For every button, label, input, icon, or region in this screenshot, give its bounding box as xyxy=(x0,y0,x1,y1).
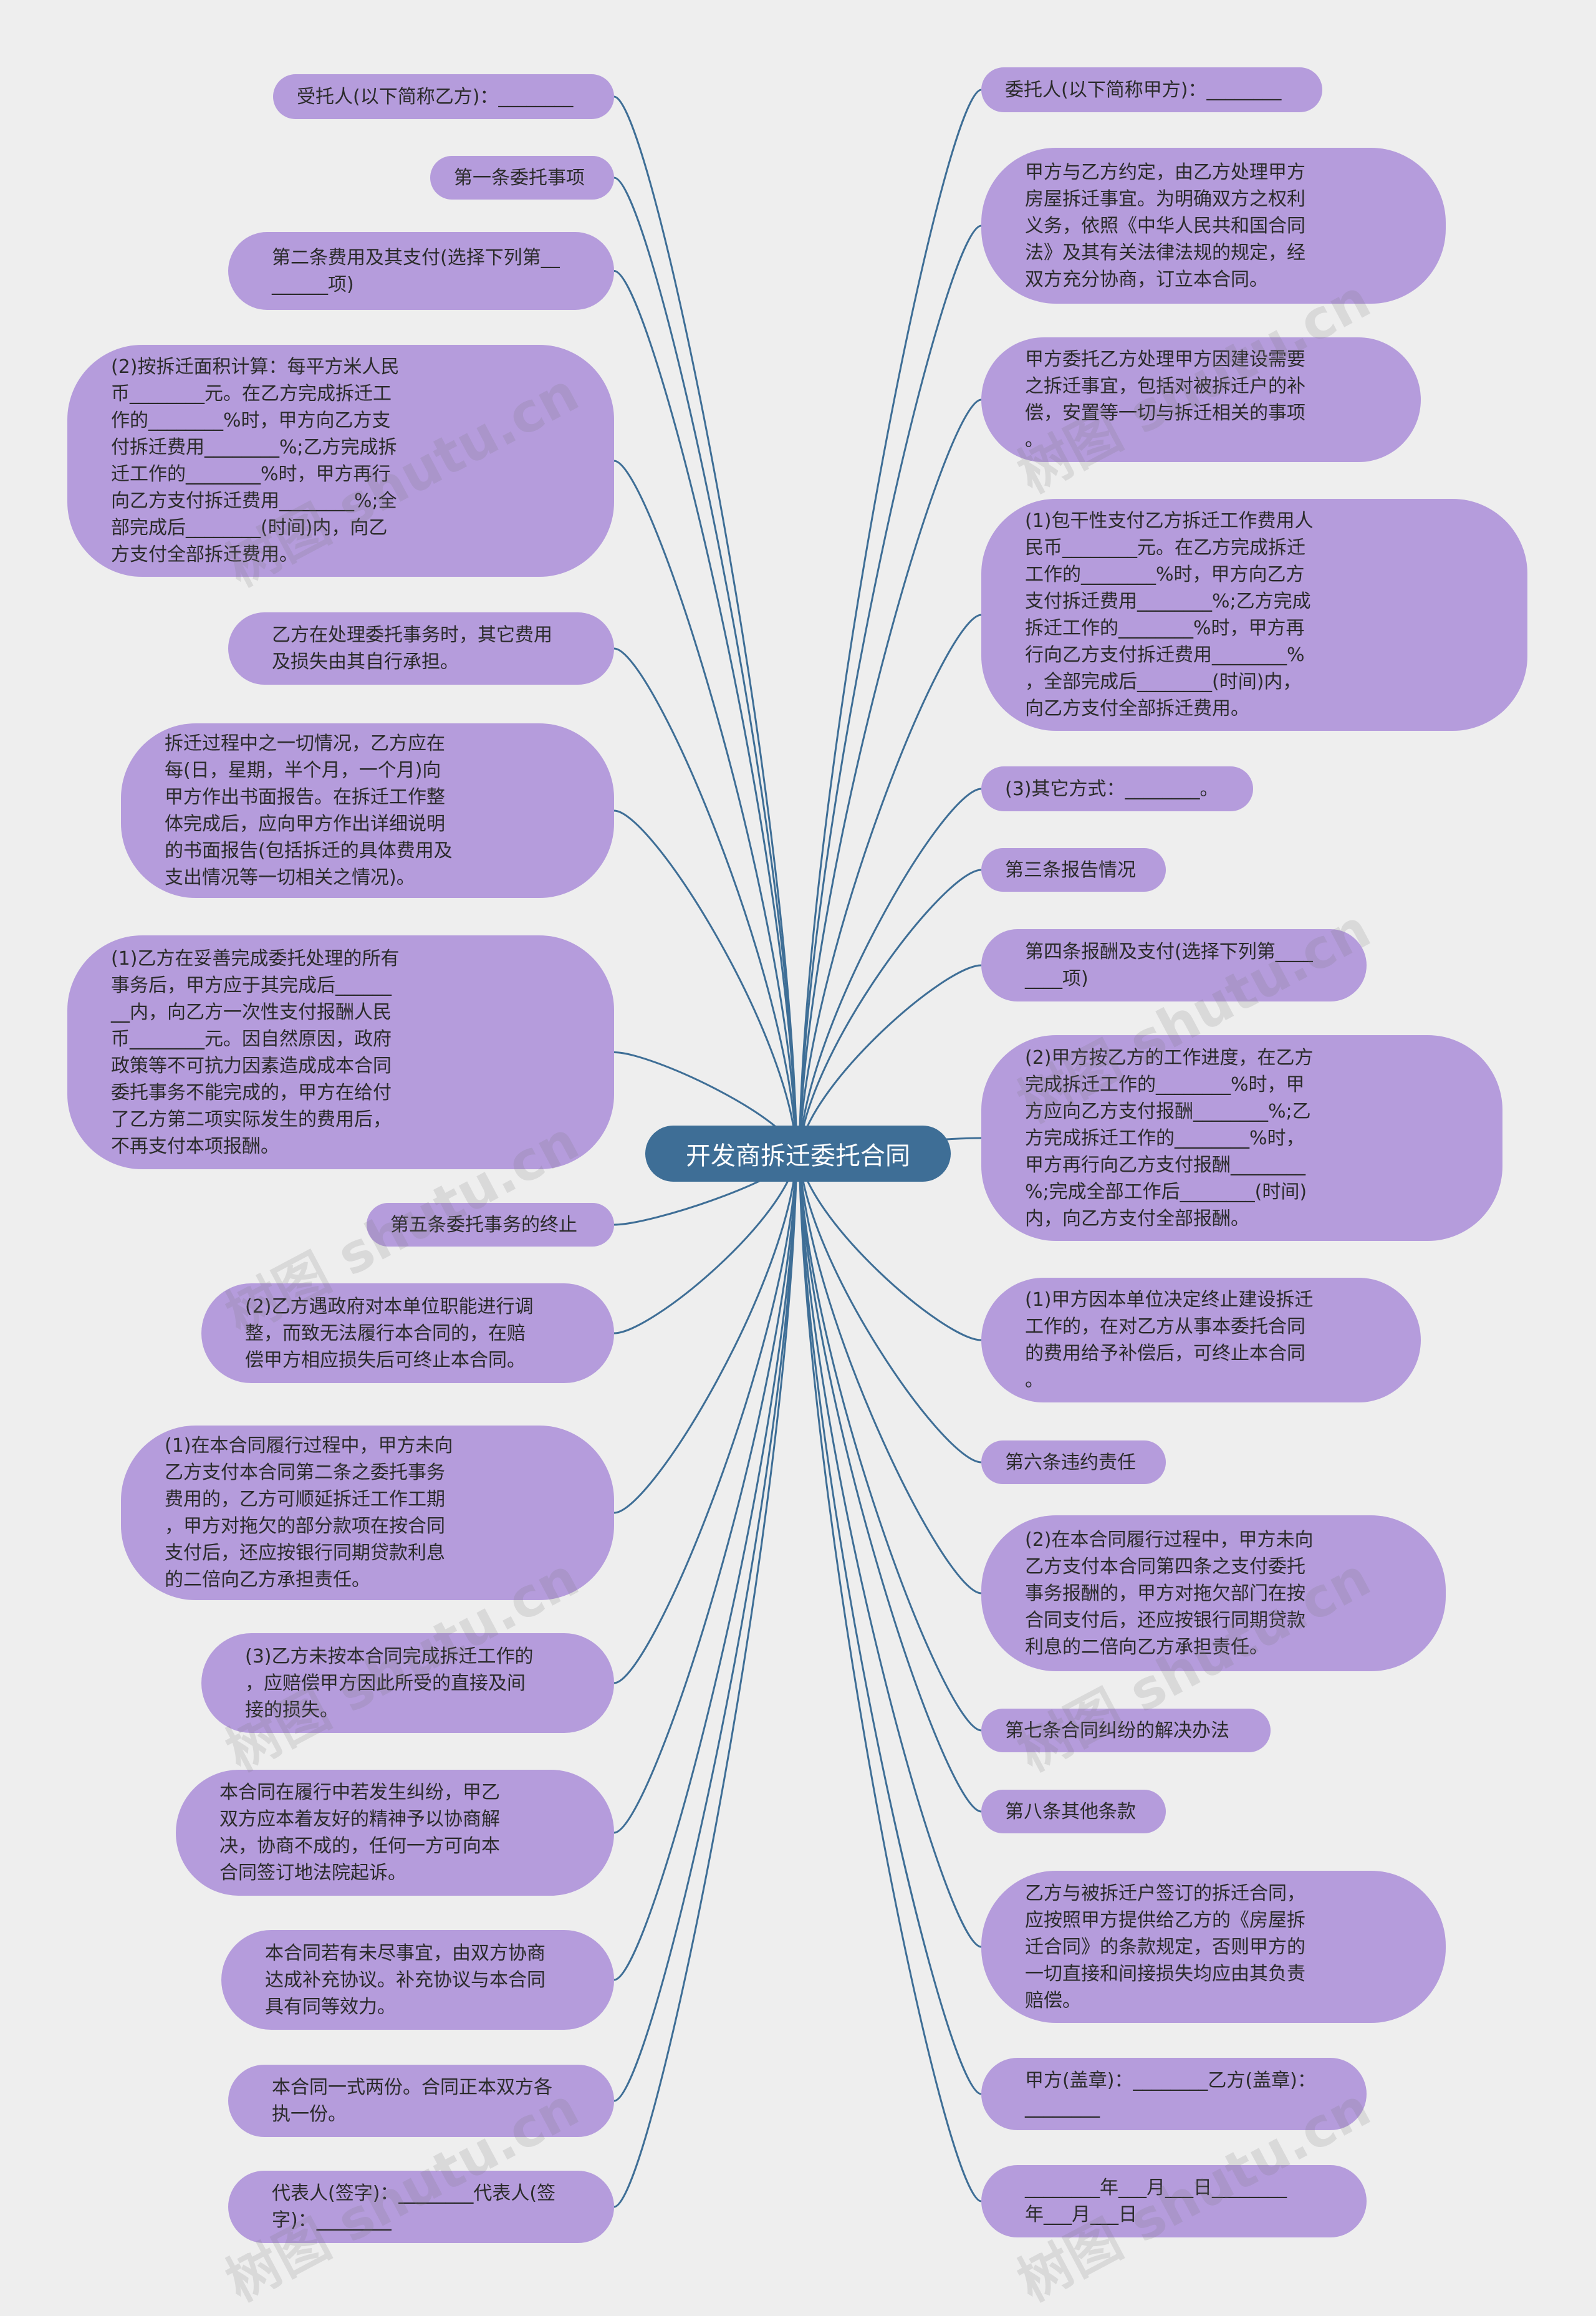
right-edge-10 xyxy=(798,1153,982,1464)
left-node-7[interactable]: (1)乙方在妥善完成委托处理的所有 事务后，甲方应于其完成后______ __内… xyxy=(67,935,614,1169)
left-edge-10 xyxy=(613,1153,798,1514)
right-node-9[interactable]: (1)甲方因本单位决定终止建设拆迁 工作的，在对乙方从事本委托合同 的费用给予补… xyxy=(981,1278,1421,1402)
right-node-text: 乙方与被拆迁户签订的拆迁合同， 应按照甲方提供给乙方的《房屋拆 迁合同》的条款规… xyxy=(1025,1882,1305,2012)
right-edge-6 xyxy=(798,869,982,1154)
left-edge-12 xyxy=(613,1153,798,1834)
center-topic[interactable]: 开发商拆迁委托合同 xyxy=(645,1126,951,1182)
right-node-text: 委托人(以下简称甲方)：________ xyxy=(1005,79,1282,101)
left-node-text: 本合同在履行中若发生纠纷，甲乙 双方应本着友好的精神予以协商解 决，协商不成的，… xyxy=(219,1782,500,1884)
left-node-8[interactable]: 第五条委托事务的终止 xyxy=(367,1203,614,1247)
right-node-text: (2)甲方按乙方的工作进度，在乙方 完成拆迁工作的________%时，甲 方应… xyxy=(1025,1046,1314,1230)
left-node-1[interactable]: 受托人(以下简称乙方)：________ xyxy=(273,74,614,119)
right-edge-16 xyxy=(798,1153,982,2203)
right-edge-2 xyxy=(798,224,982,1154)
left-node-text: (2)乙方遇政府对本单位职能进行调 整，而致无法履行本合同的，在赔 偿甲方相应损… xyxy=(245,1295,534,1371)
right-node-6[interactable]: 第三条报告情况 xyxy=(981,848,1166,892)
left-node-6[interactable]: 拆迁过程中之一切情况，乙方应在 每(日，星期，半个月，一个月)向 甲方作出书面报… xyxy=(121,723,614,898)
left-edge-4 xyxy=(613,460,798,1154)
left-node-2[interactable]: 第一条委托事项 xyxy=(430,156,614,200)
left-node-text: (1)乙方在妥善完成委托处理的所有 事务后，甲方应于其完成后______ __内… xyxy=(111,947,400,1157)
left-node-3[interactable]: 第二条费用及其支付(选择下列第__ ______项) xyxy=(228,232,614,310)
left-edge-13 xyxy=(613,1153,798,1981)
right-node-10[interactable]: 第六条违约责任 xyxy=(981,1440,1166,1484)
left-node-12[interactable]: 本合同在履行中若发生纠纷，甲乙 双方应本着友好的精神予以协商解 决，协商不成的，… xyxy=(176,1770,614,1896)
left-node-10[interactable]: (1)在本合同履行过程中，甲方未向 乙方支付本合同第二条之委托事务 费用的，乙方… xyxy=(121,1426,614,1600)
right-node-13[interactable]: 第八条其他条款 xyxy=(981,1790,1166,1833)
left-edge-3 xyxy=(613,270,798,1154)
right-node-text: 甲方委托乙方处理甲方因建设需要 之拆迁事宜，包括对被拆迁户的补 偿，安置等一切与… xyxy=(1025,349,1305,451)
left-node-4[interactable]: (2)按拆迁面积计算：每平方米人民 币________元。在乙方完成拆迁工 作的… xyxy=(67,345,614,577)
left-node-text: (3)乙方未按本合同完成拆迁工作的 ，应赔偿甲方因此所受的直接及间 接的损失。 xyxy=(245,1645,534,1721)
right-edge-3 xyxy=(798,398,982,1154)
right-node-text: (1)包干性支付乙方拆迁工作费用人 民币________元。在乙方完成拆迁 工作… xyxy=(1025,510,1314,720)
right-node-text: (2)在本合同履行过程中，甲方未向 乙方支付本合同第四条之支付委托 事务报酬的，… xyxy=(1025,1528,1314,1658)
left-node-9[interactable]: (2)乙方遇政府对本单位职能进行调 整，而致无法履行本合同的，在赔 偿甲方相应损… xyxy=(201,1283,614,1383)
left-node-text: 拆迁过程中之一切情况，乙方应在 每(日，星期，半个月，一个月)向 甲方作出书面报… xyxy=(165,733,453,889)
left-node-text: 本合同一式两份。合同正本双方各 执一份。 xyxy=(272,2077,552,2125)
right-node-text: 第四条报酬及支付(选择下列第____ ____项) xyxy=(1025,941,1313,990)
left-node-text: (2)按拆迁面积计算：每平方米人民 币________元。在乙方完成拆迁工 作的… xyxy=(111,356,400,566)
right-node-text: 第七条合同纠纷的解决办法 xyxy=(1005,1719,1229,1742)
right-node-text: ________年___月___日________ 年___月___日 xyxy=(1025,2177,1287,2226)
left-edge-6 xyxy=(613,809,798,1154)
right-node-text: 第六条违约责任 xyxy=(1005,1451,1136,1474)
right-edge-9 xyxy=(798,1153,982,1341)
left-node-11[interactable]: (3)乙方未按本合同完成拆迁工作的 ，应赔偿甲方因此所受的直接及间 接的损失。 xyxy=(201,1633,614,1733)
right-node-text: (1)甲方因本单位决定终止建设拆迁 工作的，在对乙方从事本委托合同 的费用给予补… xyxy=(1025,1289,1314,1391)
left-node-15[interactable]: 代表人(签字)：________代表人(签 字)：________ xyxy=(228,2171,614,2243)
right-edge-14 xyxy=(798,1153,982,1948)
left-node-text: 乙方在处理委托事务时，其它费用 及损失由其自行承担。 xyxy=(272,624,552,673)
right-edge-12 xyxy=(798,1153,982,1732)
left-edge-9 xyxy=(613,1153,798,1334)
right-edge-11 xyxy=(798,1153,982,1595)
left-edge-15 xyxy=(613,1153,798,2208)
right-node-15[interactable]: 甲方(盖章)：________乙方(盖章)： ________ xyxy=(981,2058,1367,2130)
left-node-text: 本合同若有未尽事宜，由双方协商 达成补充协议。补充协议与本合同 具有同等效力。 xyxy=(265,1942,546,2018)
left-node-text: 代表人(签字)：________代表人(签 字)：________ xyxy=(272,2183,556,2231)
right-node-1[interactable]: 委托人(以下简称甲方)：________ xyxy=(981,67,1322,112)
right-node-11[interactable]: (2)在本合同履行过程中，甲方未向 乙方支付本合同第四条之支付委托 事务报酬的，… xyxy=(981,1515,1446,1671)
right-edge-5 xyxy=(798,788,982,1154)
right-node-text: (3)其它方式：________。 xyxy=(1005,778,1219,800)
right-node-2[interactable]: 甲方与乙方约定，由乙方处理甲方 房屋拆迁事宜。为明确双方之权利 义务，依照《中华… xyxy=(981,148,1446,304)
left-edge-2 xyxy=(613,176,798,1154)
right-edge-4 xyxy=(798,614,982,1154)
left-edge-5 xyxy=(613,647,798,1154)
right-node-text: 第三条报告情况 xyxy=(1005,859,1136,881)
right-node-14[interactable]: 乙方与被拆迁户签订的拆迁合同， 应按照甲方提供给乙方的《房屋拆 迁合同》的条款规… xyxy=(981,1871,1446,2023)
left-node-text: 受托人(以下简称乙方)：________ xyxy=(297,85,574,108)
right-edge-1 xyxy=(798,89,982,1154)
right-node-8[interactable]: (2)甲方按乙方的工作进度，在乙方 完成拆迁工作的________%时，甲 方应… xyxy=(981,1035,1502,1241)
left-node-5[interactable]: 乙方在处理委托事务时，其它费用 及损失由其自行承担。 xyxy=(228,612,614,685)
right-edge-15 xyxy=(798,1153,982,2095)
right-node-12[interactable]: 第七条合同纠纷的解决办法 xyxy=(981,1709,1271,1752)
left-node-13[interactable]: 本合同若有未尽事宜，由双方协商 达成补充协议。补充协议与本合同 具有同等效力。 xyxy=(221,1930,614,2030)
right-node-16[interactable]: ________年___月___日________ 年___月___日 xyxy=(981,2165,1367,2237)
left-edge-14 xyxy=(613,1153,798,2102)
left-edge-1 xyxy=(613,95,798,1154)
right-node-3[interactable]: 甲方委托乙方处理甲方因建设需要 之拆迁事宜，包括对被拆迁户的补 偿，安置等一切与… xyxy=(981,337,1421,462)
right-node-text: 甲方与乙方约定，由乙方处理甲方 房屋拆迁事宜。为明确双方之权利 义务，依照《中华… xyxy=(1025,161,1305,291)
right-node-7[interactable]: 第四条报酬及支付(选择下列第____ ____项) xyxy=(981,929,1367,1001)
right-node-text: 第八条其他条款 xyxy=(1005,1800,1136,1823)
right-node-text: 甲方(盖章)：________乙方(盖章)： ________ xyxy=(1025,2070,1316,2118)
left-node-14[interactable]: 本合同一式两份。合同正本双方各 执一份。 xyxy=(228,2065,614,2137)
right-edge-7 xyxy=(798,964,982,1154)
left-edge-11 xyxy=(613,1153,798,1684)
left-node-text: (1)在本合同履行过程中，甲方未向 乙方支付本合同第二条之委托事务 费用的，乙方… xyxy=(165,1435,453,1591)
left-node-text: 第五条委托事务的终止 xyxy=(390,1213,577,1236)
right-node-4[interactable]: (1)包干性支付乙方拆迁工作费用人 民币________元。在乙方完成拆迁 工作… xyxy=(981,499,1527,731)
right-edge-13 xyxy=(798,1153,982,1813)
left-node-text: 第一条委托事项 xyxy=(454,166,585,189)
right-node-5[interactable]: (3)其它方式：________。 xyxy=(981,766,1253,811)
left-node-text: 第二条费用及其支付(选择下列第__ ______项) xyxy=(272,246,560,296)
